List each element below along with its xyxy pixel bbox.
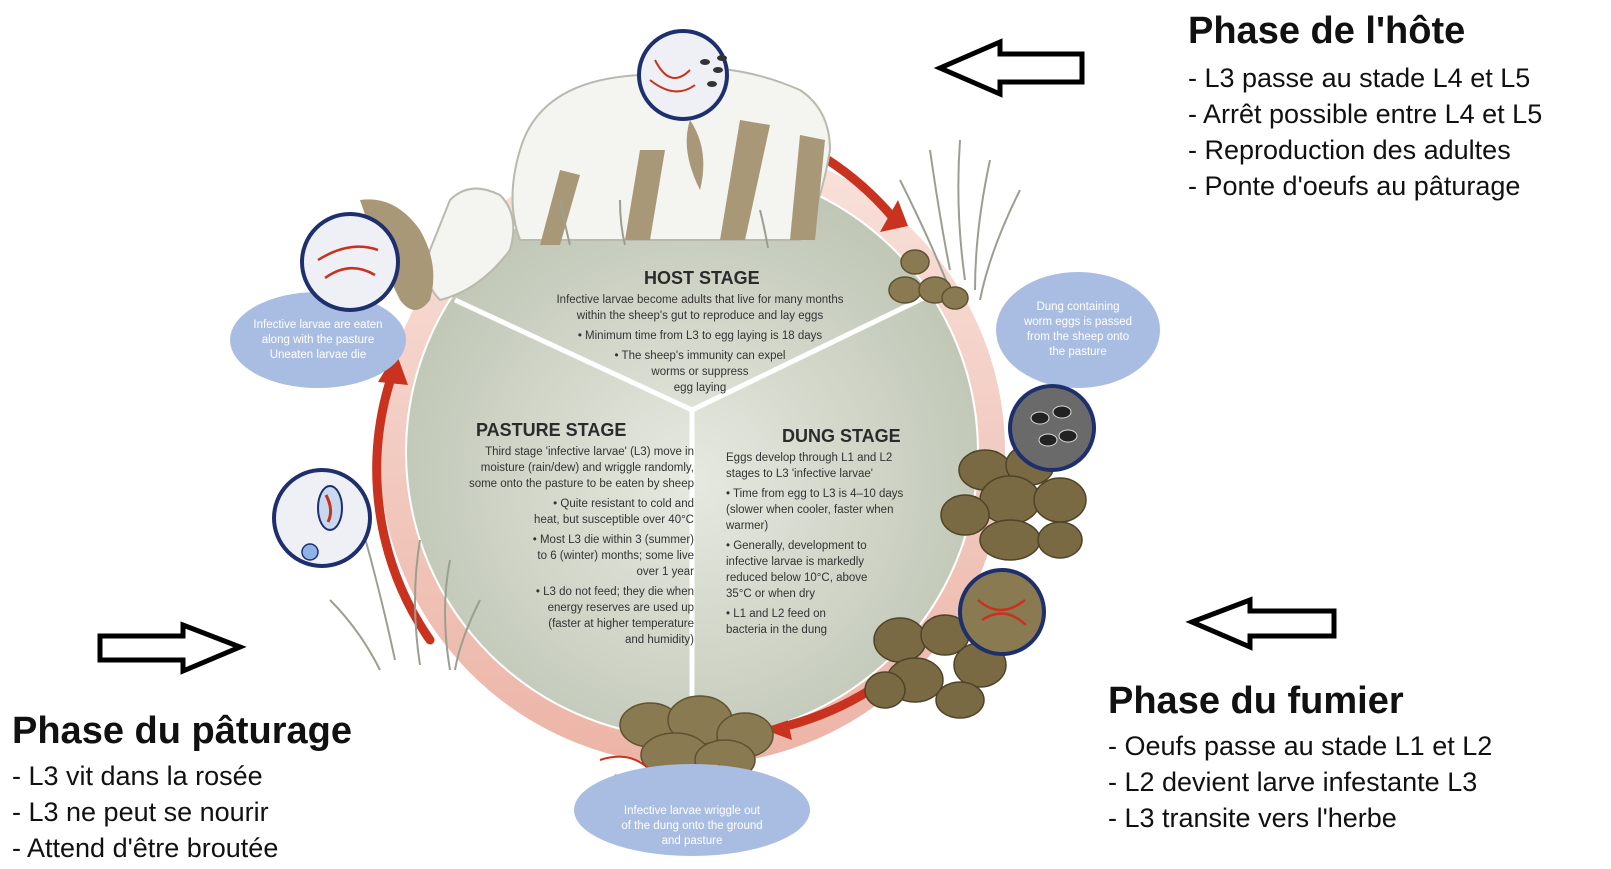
pasture-phase-item: - Attend d'être broutée [12, 833, 279, 863]
dung-stage-line: (slower when cooler, faster when [726, 504, 894, 516]
magnifier-host [637, 29, 729, 121]
pasture-phase-list: - L3 vit dans la rosée - L3 ne peut se n… [12, 758, 278, 866]
callout-line: Dung containing [1036, 301, 1120, 313]
stage-dividers [453, 287, 942, 737]
callout-bubble-eaten [230, 292, 406, 388]
host-stage-line: • The sheep's immunity can expel [614, 350, 786, 362]
arrow-pasture-to-host [372, 370, 435, 645]
dung-phase-item: - L2 devient larve infestante L3 [1108, 767, 1478, 797]
magnifier-pasture [272, 468, 372, 568]
dung-pile-right [940, 444, 1087, 561]
pasture-stage-line: • Quite resistant to cold and [553, 498, 694, 510]
magnifier-larvae [958, 568, 1046, 656]
pasture-phase-item: - L3 vit dans la rosée [12, 761, 263, 791]
host-stage-line: egg laying [673, 382, 727, 394]
pasture-stage-line: • Most L3 die within 3 (summer) [532, 534, 694, 546]
dung-stage-line: • Generally, development to [726, 540, 867, 552]
dung-phase-item: - L3 transite vers l'herbe [1108, 803, 1397, 833]
pasture-stage-line: and humidity) [624, 634, 694, 646]
host-phase-title: Phase de l'hôte [1188, 10, 1466, 52]
dung-stage-line: bacteria in the dung [726, 624, 828, 636]
dung-stage-text: Eggs develop through L1 and L2 stages to… [726, 450, 956, 642]
dung-stage-line: Eggs develop through L1 and L2 [726, 452, 893, 464]
host-stage-text: Infective larvae become adults that live… [510, 292, 890, 400]
pasture-stage-line: energy reserves are used up [547, 602, 694, 614]
pasture-stage-line: heat, but susceptible over 40°C [534, 514, 694, 526]
pasture-stage-line: moisture (rain/dew) and wriggle randomly… [480, 462, 694, 474]
host-stage-line: within the sheep's gut to reproduce and … [576, 310, 824, 322]
arrowhead-pasture-to-host [378, 352, 408, 385]
pasture-stage-line: • L3 do not feed; they die when [535, 586, 694, 598]
pasture-phase-title: Phase du pâturage [12, 710, 352, 752]
host-phase-item: - Arrêt possible entre L4 et L5 [1188, 99, 1543, 129]
magnifier-eaten [300, 212, 400, 312]
pasture-stage-line: (faster at higher temperature [548, 618, 694, 630]
outline-arrow-pasture [97, 621, 247, 675]
dung-stage-line: • L1 and L2 feed on [726, 608, 826, 620]
dung-stage-line: warmer) [726, 520, 769, 532]
pasture-stage-text: Third stage 'infective larvae' (L3) move… [410, 444, 694, 652]
callout-line: of the dung onto the ground [621, 820, 763, 832]
pasture-stage-line: to 6 (winter) months; some live [537, 550, 694, 562]
callout-dung-passed-text: Dung containing worm eggs is passed from… [1006, 300, 1150, 360]
pasture-stage-line: over 1 year [636, 566, 694, 578]
host-stage-line: worms or suppress [651, 366, 749, 378]
callout-eaten-text: Infective larvae are eaten along with th… [240, 318, 396, 363]
dung-stage-title: DUNG STAGE [782, 426, 901, 446]
pasture-stage-title: PASTURE STAGE [476, 420, 627, 440]
callout-line: worm eggs is passed [1023, 316, 1133, 328]
dung-phase-item: - Oeufs passe au stade L1 et L2 [1108, 731, 1493, 761]
pasture-phase-item: - L3 ne peut se nourir [12, 797, 269, 827]
pasture-stage-line: Third stage 'infective larvae' (L3) move… [485, 446, 694, 458]
callout-bubble-dung-passed [996, 272, 1160, 388]
callout-line: Infective larvae are eaten [253, 319, 383, 331]
callout-line: from the sheep onto [1026, 331, 1130, 343]
host-stage-line: • Minimum time from L3 to egg laying is … [577, 330, 823, 342]
dung-phase-title: Phase du fumier [1108, 680, 1404, 722]
dung-phase-list: - Oeufs passe au stade L1 et L2 - L2 dev… [1108, 728, 1492, 836]
host-phase-item: - Reproduction des adultes [1188, 135, 1511, 165]
dung-stage-line: infective larvae is markedly [726, 556, 865, 568]
callout-line: and pasture [661, 835, 723, 847]
callout-line: the pasture [1049, 346, 1107, 358]
host-phase-item: - Ponte d'oeufs au pâturage [1188, 171, 1521, 201]
outline-arrow-host [933, 38, 1085, 98]
dung-stage-line: reduced below 10°C, above [726, 572, 868, 584]
dung-pile-top [888, 249, 969, 310]
host-stage-line: Infective larvae become adults that live… [556, 294, 844, 306]
outline-arrow-dung [1185, 596, 1337, 651]
callout-wriggle-text: Infective larvae wriggle out of the dung… [592, 804, 792, 849]
callout-bubble-wriggle [574, 764, 810, 856]
magnifier-eggs [1008, 384, 1096, 472]
callout-line: Infective larvae wriggle out [623, 805, 761, 817]
host-stage-title: HOST STAGE [644, 268, 760, 288]
host-phase-list: - L3 passe au stade L4 et L5 - Arrêt pos… [1188, 60, 1542, 204]
dung-stage-line: 35°C or when dry [726, 588, 815, 600]
dung-stage-line: • Time from egg to L3 is 4–10 days [726, 488, 904, 500]
pasture-stage-line: some onto the pasture to be eaten by she… [468, 478, 694, 490]
callout-line: along with the pasture [261, 334, 375, 346]
host-phase-item: - L3 passe au stade L4 et L5 [1188, 63, 1531, 93]
callout-line: Uneaten larvae die [269, 349, 367, 361]
arrowhead-host-to-dung [880, 200, 908, 232]
dung-stage-line: stages to L3 'infective larvae' [726, 468, 873, 480]
